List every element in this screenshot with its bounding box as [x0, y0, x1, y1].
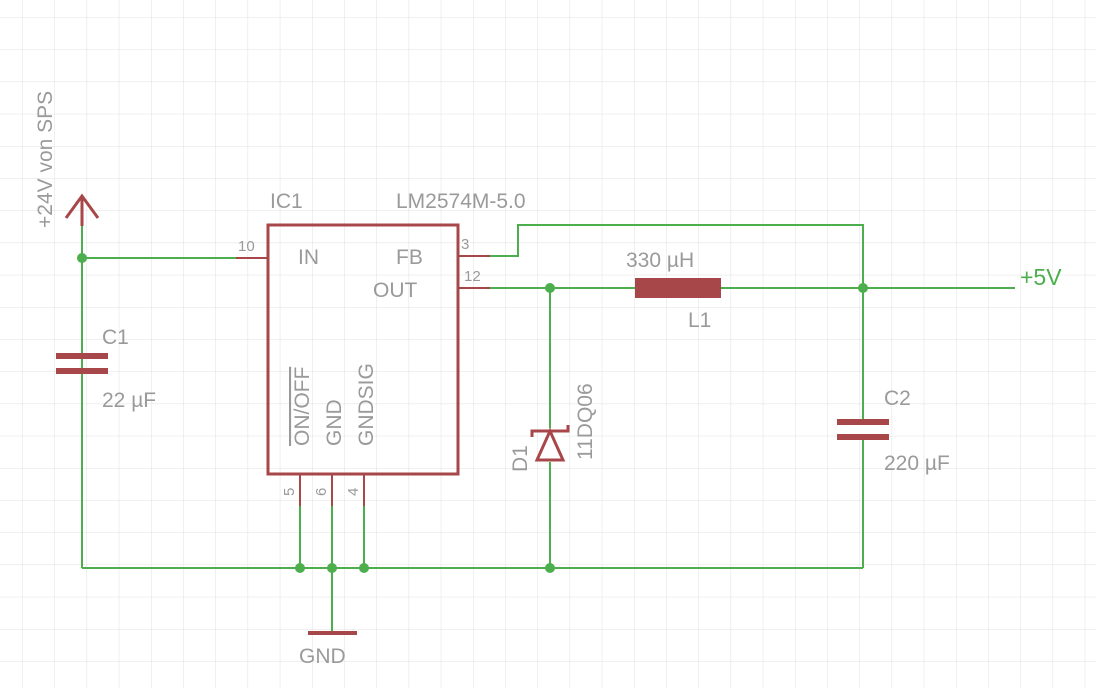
junction-node[interactable]: [77, 253, 87, 263]
capacitor-c1[interactable]: [56, 353, 108, 374]
pin-in-number: 10: [238, 238, 255, 255]
ic-value: LM2574M-5.0: [396, 190, 526, 213]
junction-node[interactable]: [327, 563, 337, 573]
pin-out-number: 12: [464, 268, 481, 285]
pin-gnd-number: 6: [313, 488, 330, 496]
pin-out-label: OUT: [373, 279, 418, 302]
ground-label: GND: [299, 645, 346, 668]
c1-value: 22 µF: [102, 389, 156, 412]
junctions: [77, 253, 868, 573]
inductor-l1[interactable]: [635, 278, 721, 298]
junction-node[interactable]: [858, 283, 868, 293]
junction-node[interactable]: [359, 563, 369, 573]
c2-name: C2: [884, 387, 911, 410]
ic-name: IC1: [270, 190, 303, 213]
output-supply-label: +5V: [1020, 264, 1062, 290]
pin-fb-label: FB: [396, 246, 423, 269]
pin-in-label: IN: [298, 246, 319, 269]
pin-gndsig-label: GNDSIG: [355, 363, 378, 446]
ic-body[interactable]: [236, 223, 490, 506]
pin-gndsig-number: 4: [345, 488, 362, 496]
junction-node[interactable]: [545, 563, 555, 573]
input-supply-label: +24V von SPS: [34, 91, 57, 228]
c1-name: C1: [102, 326, 129, 349]
pin-onoff-label: ON/OFF: [291, 367, 314, 446]
supply-arrow-icon[interactable]: [64, 193, 100, 226]
c2-value: 220 µF: [884, 452, 950, 475]
d1-name: D1: [509, 445, 532, 472]
junction-node[interactable]: [295, 563, 305, 573]
wire-feedback[interactable]: [458, 224, 864, 568]
pin-gnd-label: GND: [323, 399, 346, 446]
diode-d1-icon[interactable]: [530, 425, 570, 462]
l1-value: 330 µH: [626, 249, 694, 272]
junction-node[interactable]: [545, 283, 555, 293]
capacitor-c2[interactable]: [837, 419, 889, 440]
pin-onoff-number: 5: [281, 488, 298, 496]
l1-name: L1: [688, 309, 711, 332]
d1-value: 11DQ06: [574, 383, 597, 460]
pin-fb-number: 3: [461, 236, 469, 253]
